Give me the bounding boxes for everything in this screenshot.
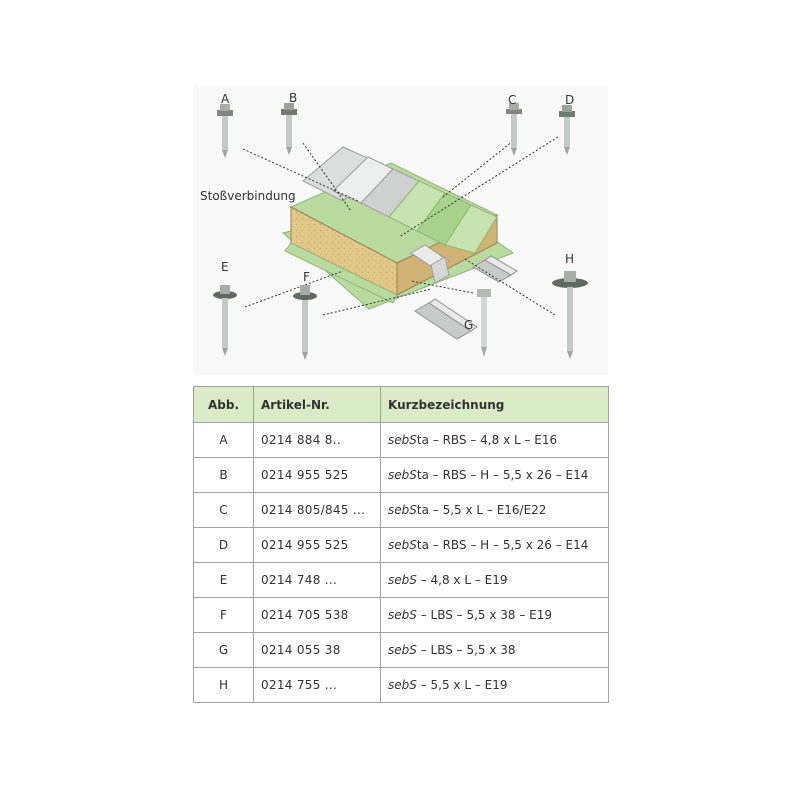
cell-kurzbezeichnung: sebS – 4,8 x L – E19: [380, 562, 609, 598]
screw-d-icon: [559, 105, 575, 155]
brand-name: sebS: [388, 643, 417, 657]
table-row: G 0214 055 38 sebS – LBS – 5,5 x 38: [193, 632, 609, 668]
joint-strip: [410, 244, 450, 284]
screw-label-a: A: [221, 92, 230, 106]
screw-label-h: H: [565, 252, 574, 266]
brand-suffix: ta: [416, 468, 429, 482]
screw-g-icon: [477, 289, 491, 357]
cell-artnr: 0214 748 ...: [253, 562, 381, 598]
screw-label-e: E: [221, 260, 229, 274]
cell-abb: B: [193, 457, 254, 493]
brand-name: sebS: [388, 678, 417, 692]
cell-kurzbezeichnung: sebSta – RBS – H – 5,5 x 26 – E14: [380, 457, 609, 493]
brand-name: sebS: [388, 503, 417, 517]
table-row: D 0214 955 525 sebSta – RBS – H – 5,5 x …: [193, 527, 609, 563]
brand-suffix: ta: [416, 538, 429, 552]
brand-name: sebS: [388, 573, 417, 587]
header-abb: Abb.: [193, 386, 254, 423]
table-row: F 0214 705 538 sebS – LBS – 5,5 x 38 – E…: [193, 597, 609, 633]
cell-kurzbezeichnung: sebS – 5,5 x L – E19: [380, 667, 609, 703]
cell-abb: G: [193, 632, 254, 668]
table-header-row: Abb. Artikel-Nr. Kurzbezeichnung: [193, 386, 609, 423]
spec-text: – 5,5 x L – E19: [416, 678, 508, 692]
cell-kurzbezeichnung: sebS – LBS – 5,5 x 38 – E19: [380, 597, 609, 633]
cell-kurzbezeichnung: sebSta – RBS – H – 5,5 x 26 – E14: [380, 527, 609, 563]
header-artnr: Artikel-Nr.: [253, 386, 381, 423]
screw-label-c: C: [508, 93, 516, 107]
cell-kurzbezeichnung: sebSta – RBS – 4,8 x L – E16: [380, 422, 609, 458]
spec-text: – 4,8 x L – E19: [416, 573, 508, 587]
spec-text: – LBS – 5,5 x 38: [416, 643, 516, 657]
screw-e-icon: [213, 285, 237, 356]
screw-f-icon: [293, 285, 317, 360]
spec-text: – RBS – H – 5,5 x 26 – E14: [428, 468, 589, 482]
cell-abb: C: [193, 492, 254, 528]
brand-name: sebS: [388, 468, 417, 482]
table-row: B 0214 955 525 sebSta – RBS – H – 5,5 x …: [193, 457, 609, 493]
screw-a-icon: [217, 104, 233, 158]
screw-b-icon: [281, 103, 297, 155]
table-row: H 0214 755 ... sebS – 5,5 x L – E19: [193, 667, 609, 703]
table-row: E 0214 748 ... sebS – 4,8 x L – E19: [193, 562, 609, 598]
screw-label-f: F: [303, 270, 310, 284]
screw-h-icon: [552, 271, 588, 359]
joint-label: Stoßverbindung: [200, 189, 296, 203]
table-row: A 0214 884 8.. sebSta – RBS – 4,8 x L – …: [193, 422, 609, 458]
steel-purlin: [414, 255, 518, 340]
cell-abb: H: [193, 667, 254, 703]
brand-name: sebS: [388, 433, 417, 447]
cell-artnr: 0214 955 525: [253, 527, 381, 563]
table-row: C 0214 805/845 ... sebSta – 5,5 x L – E1…: [193, 492, 609, 528]
trapezoidal-sheet-green: [388, 180, 498, 254]
spec-text: – RBS – H – 5,5 x 26 – E14: [428, 538, 589, 552]
cell-kurzbezeichnung: sebSta – 5,5 x L – E16/E22: [380, 492, 609, 528]
brand-suffix: ta: [416, 433, 429, 447]
cell-abb: A: [193, 422, 254, 458]
cell-artnr: 0214 755 ...: [253, 667, 381, 703]
parts-table: Abb. Artikel-Nr. Kurzbezeichnung A 0214 …: [193, 386, 609, 703]
cell-artnr: 0214 055 38: [253, 632, 381, 668]
spec-text: – RBS – 4,8 x L – E16: [428, 433, 558, 447]
header-kurzbezeichnung: Kurzbezeichnung: [380, 386, 609, 423]
screw-c-icon: [506, 103, 522, 156]
cell-artnr: 0214 705 538: [253, 597, 381, 633]
cell-kurzbezeichnung: sebS – LBS – 5,5 x 38: [380, 632, 609, 668]
leader-lines: [242, 136, 559, 316]
cell-artnr: 0214 805/845 ...: [253, 492, 381, 528]
trapezoidal-sheet-grey: [302, 146, 420, 218]
spec-text: – 5,5 x L – E16/E22: [428, 503, 547, 517]
spec-text: – LBS – 5,5 x 38 – E19: [416, 608, 553, 622]
cell-artnr: 0214 884 8..: [253, 422, 381, 458]
cell-abb: F: [193, 597, 254, 633]
brand-suffix: ta: [416, 503, 429, 517]
cell-artnr: 0214 955 525: [253, 457, 381, 493]
brand-name: sebS: [388, 608, 417, 622]
brand-name: sebS: [388, 538, 417, 552]
cell-abb: E: [193, 562, 254, 598]
roof-assembly-illustration: A B C D E F G H Stoßverbindung: [193, 85, 608, 375]
cell-abb: D: [193, 527, 254, 563]
screw-label-d: D: [565, 93, 574, 107]
screw-label-b: B: [289, 91, 297, 105]
screw-label-g: G: [464, 318, 473, 332]
